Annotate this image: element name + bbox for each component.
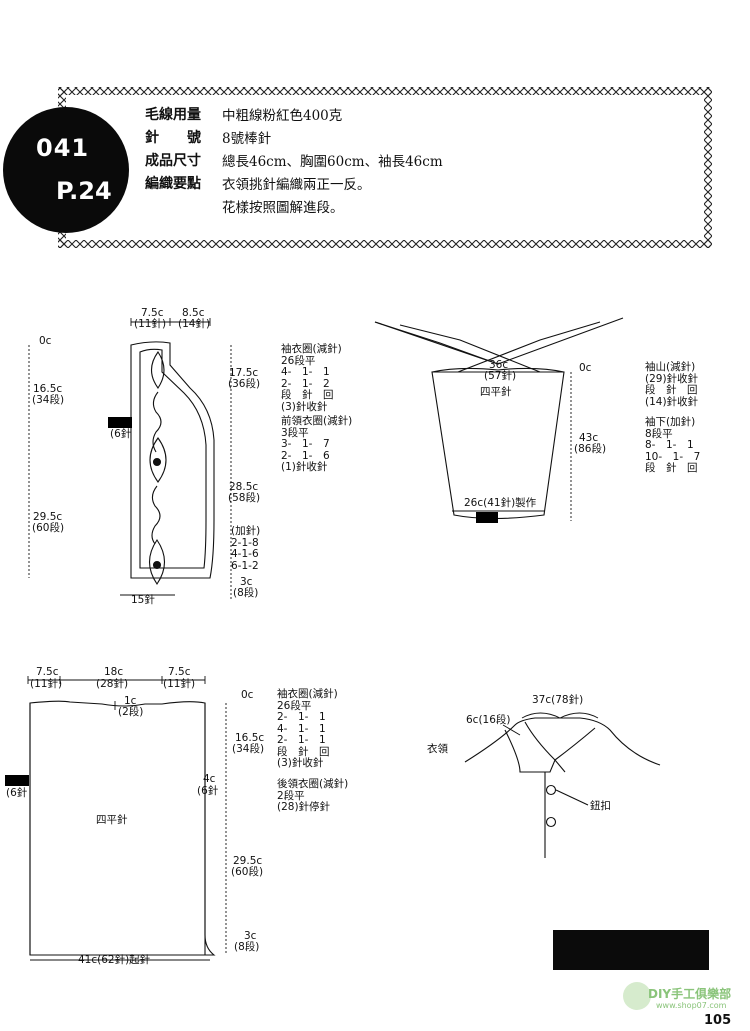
page-number: 105: [704, 1013, 732, 1028]
back-right-2-rows: (60段): [231, 866, 264, 878]
back-neck-depth: 1c: [124, 695, 137, 707]
front-left-2-rows: (60段): [32, 522, 65, 534]
back-top-3: 7.5c: [168, 666, 191, 678]
footer-dark-bar: [553, 930, 709, 970]
back-right-2: 29.5c: [233, 855, 263, 867]
sleeve-outline: [374, 317, 624, 521]
front-right-1: 17.5c: [229, 367, 259, 379]
size-label: 成品尺寸: [145, 153, 201, 169]
back-top-3-sts: (11針): [163, 678, 196, 690]
front-right-2-rows: (58段): [228, 492, 261, 504]
back-piece-outline: [29, 700, 216, 956]
front-left-1-rows: (34段): [32, 394, 65, 406]
front-right-3-rows: (8段): [233, 587, 259, 599]
back-top-2: 18c: [104, 666, 124, 678]
tips-extra: 花樣按照圖解進段。: [222, 200, 344, 216]
back-cast-on: 41c(62針)起針: [78, 954, 151, 966]
back-right-0: 0c: [241, 689, 254, 701]
site-watermark-url: www.shop07.com: [656, 1001, 727, 1010]
front-top-left-sts: (11針): [134, 318, 167, 330]
collar-label: 衣領: [427, 743, 448, 755]
back-top-2-sts: (28針): [96, 678, 129, 690]
collar-depth: 6c(16段): [466, 714, 511, 726]
front-left-2: 29.5c: [33, 511, 63, 523]
front-right-2: 28.5c: [229, 481, 259, 493]
needle-value: 8號棒針: [222, 131, 272, 147]
pattern-badge-circle: [3, 107, 129, 233]
back-neck-notes: 後領衣圈(減針) 2段平 (28)針停針: [277, 778, 349, 813]
site-watermark-name: DIY手工俱樂部: [648, 987, 732, 1001]
back-underarm-right-sts: (6針: [197, 785, 219, 797]
back-right-1-rows: (34段): [232, 743, 265, 755]
collar-width: 37c(78針): [532, 694, 584, 706]
front-cable-motif: [148, 351, 167, 585]
collar-outline: [464, 712, 661, 858]
front-armhole-notes: 袖衣圈(減針) 26段平 4- 1- 1 2- 1- 2 段 針 回 (3)針收…: [281, 343, 342, 413]
sleeve-top-width: 36c: [489, 359, 509, 371]
front-right-3: 3c: [240, 576, 253, 588]
front-neck-notes: 前領衣圈(減針) 3段平 3- 1- 7 2- 1- 6 (1)針收針: [281, 415, 353, 473]
sleeve-right-0: 0c: [579, 362, 592, 374]
sleeve-cap-notes: 袖山(減針) (29)針收針 段 針 回 (14)針收針: [645, 361, 699, 408]
tips-label: 編織要點: [145, 176, 201, 192]
yarn-value: 中粗線粉紅色400克: [222, 108, 343, 124]
front-piece-outline: [130, 341, 215, 579]
back-top-1: 7.5c: [36, 666, 59, 678]
back-right-3: 3c: [244, 930, 257, 942]
sleeve-cast-on: 26c(41針)製作: [464, 497, 537, 509]
front-top-left-width: 7.5c: [141, 307, 164, 319]
front-increase-notes: (加針) 2-1-8 4-1-6 6-1-2: [231, 525, 261, 572]
front-left-0: 0c: [39, 335, 52, 347]
front-dimension-lines: [28, 318, 232, 600]
front-top-right-sts: (14針): [178, 318, 211, 330]
front-right-1-rows: (36段): [228, 378, 261, 390]
back-armhole-notes: 袖衣圈(減針) 26段平 2- 1- 1 4- 1- 1 2- 1- 1 段 針…: [277, 688, 338, 769]
back-underarm-marker: [5, 775, 29, 786]
size-value: 總長46cm、胸圍60cm、袖長46cm: [222, 154, 443, 170]
sleeve-length-rows: (86段): [574, 443, 607, 455]
needle-label: 針 號: [145, 130, 201, 146]
front-bottom-sts: 15針: [131, 594, 155, 606]
sleeve-cuff-marker: [476, 512, 498, 523]
sleeve-length: 43c: [579, 432, 599, 444]
back-right-1: 16.5c: [235, 732, 265, 744]
sleeve-stitch-label: 四平針: [480, 386, 512, 398]
site-watermark-logo: [623, 982, 651, 1010]
back-dimension-lines: [27, 676, 227, 961]
button-label: 鈕扣: [590, 800, 611, 812]
page-reference: P.24: [56, 177, 112, 205]
header-frame: [3, 87, 712, 248]
sleeve-top-sts: (57針): [484, 370, 517, 382]
back-top-1-sts: (11針): [30, 678, 63, 690]
front-left-1: 16.5c: [33, 383, 63, 395]
back-neck-rows: (2段): [118, 706, 144, 718]
front-underarm-marker: [108, 417, 132, 428]
back-underarm-left-sts: (6針: [6, 787, 28, 799]
front-underarm-sts: (6針: [110, 428, 132, 440]
yarn-label: 毛線用量: [145, 107, 201, 123]
back-right-3-rows: (8段): [234, 941, 260, 953]
front-top-right-width: 8.5c: [182, 307, 205, 319]
tips-value: 衣領挑針編織兩正一反。: [222, 177, 371, 193]
back-stitch-label: 四平針: [96, 814, 128, 826]
back-underarm-right-width: 4c: [203, 773, 216, 785]
pattern-number: 041: [36, 134, 90, 162]
sleeve-under-notes: 袖下(加針) 8段平 8- 1- 1 10- 1- 7 段 針 回: [645, 416, 701, 474]
